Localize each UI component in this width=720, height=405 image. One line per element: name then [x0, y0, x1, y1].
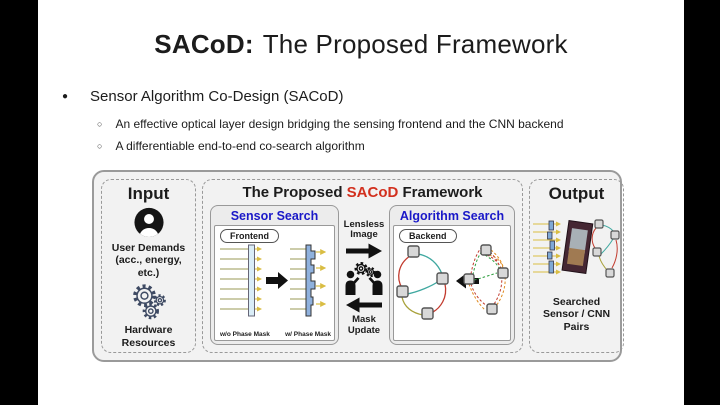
input-panel-title: Input — [127, 184, 170, 203]
gears-icon — [132, 283, 166, 319]
co-search-connector: Lensless Image — [339, 205, 389, 345]
mask-update-label: Mask Update — [347, 314, 381, 336]
output-caption: Searched Sensor / CNN Pairs — [542, 295, 611, 333]
searched-cnn-nodes — [591, 219, 620, 278]
arrow-right-icon — [265, 272, 288, 289]
bullet-level2-text: An effective optical layer design bridgi… — [115, 117, 564, 131]
bullet-level2: ○ An effective optical layer design brid… — [97, 117, 564, 131]
frontend-tag: Frontend — [220, 229, 279, 243]
bullet-level2: ○ A differentiable end-to-end co-search … — [97, 139, 365, 153]
arrow-right-icon — [346, 243, 382, 259]
user-demands-label: User Demands (acc., energy, etc.) — [111, 241, 186, 279]
lensless-image-label: Lensless Image — [343, 218, 385, 241]
output-panel: Output — [529, 179, 624, 353]
framework-title-highlight: SACoD — [346, 184, 399, 201]
bullet-level1: ● Sensor Algorithm Co-Design (SACoD) — [62, 88, 343, 105]
bullet-level1-text: Sensor Algorithm Co-Design (SACoD) — [90, 88, 344, 105]
phase-mask-diagram — [219, 244, 326, 317]
output-diagram — [532, 219, 620, 278]
sensor-search-box: Sensor Search Frontend — [210, 205, 339, 345]
supernet-graph-nodes — [463, 244, 509, 315]
searched-graph-nodes — [396, 245, 449, 320]
sensor-search-inner: Frontend — [214, 225, 335, 341]
output-panel-title: Output — [548, 184, 605, 203]
plain-mask-shape — [247, 244, 255, 317]
bullet-open-icon: ○ — [97, 141, 103, 151]
framework-title: The Proposed SACoD Framework — [242, 184, 483, 201]
algorithm-search-inner: Backend — [393, 225, 511, 341]
user-icon — [133, 208, 164, 238]
slide-title-rest: The Proposed Framework — [262, 29, 568, 59]
slide-title-bold: SACoD: — [154, 29, 254, 59]
searched-mask-shape — [546, 220, 555, 274]
slide: SACoD: The Proposed Framework ● Sensor Al… — [38, 0, 684, 405]
bullet-open-icon: ○ — [97, 119, 103, 129]
backend-tag: Backend — [399, 229, 457, 243]
framework-panel: The Proposed SACoD Framework Sensor Sear… — [202, 179, 523, 353]
algorithm-search-box: Algorithm Search Backend — [389, 205, 515, 345]
network-search-diagram — [396, 244, 509, 320]
framework-figure: Input User Demands (acc., energy, etc.) — [92, 170, 624, 362]
algorithm-search-title: Algorithm Search — [399, 209, 505, 223]
hardware-resources-label: Hardware Resources — [121, 324, 176, 349]
with-phase-mask-label: w/ Phase Mask — [285, 331, 331, 338]
input-panel: Input User Demands (acc., energy, etc.) — [101, 179, 196, 353]
slide-title: SACoD: The Proposed Framework — [38, 29, 684, 60]
bullet-filled-icon: ● — [62, 91, 69, 102]
bullet-level2-text: A differentiable end-to-end co-search al… — [115, 139, 365, 153]
without-phase-mask-label: w/o Phase Mask — [220, 331, 270, 338]
lensless-photo — [560, 219, 593, 274]
phase-mask-shape — [305, 244, 315, 317]
arrow-left-icon — [346, 297, 382, 313]
sensor-search-title: Sensor Search — [230, 209, 319, 223]
collaboration-icon — [345, 262, 383, 295]
